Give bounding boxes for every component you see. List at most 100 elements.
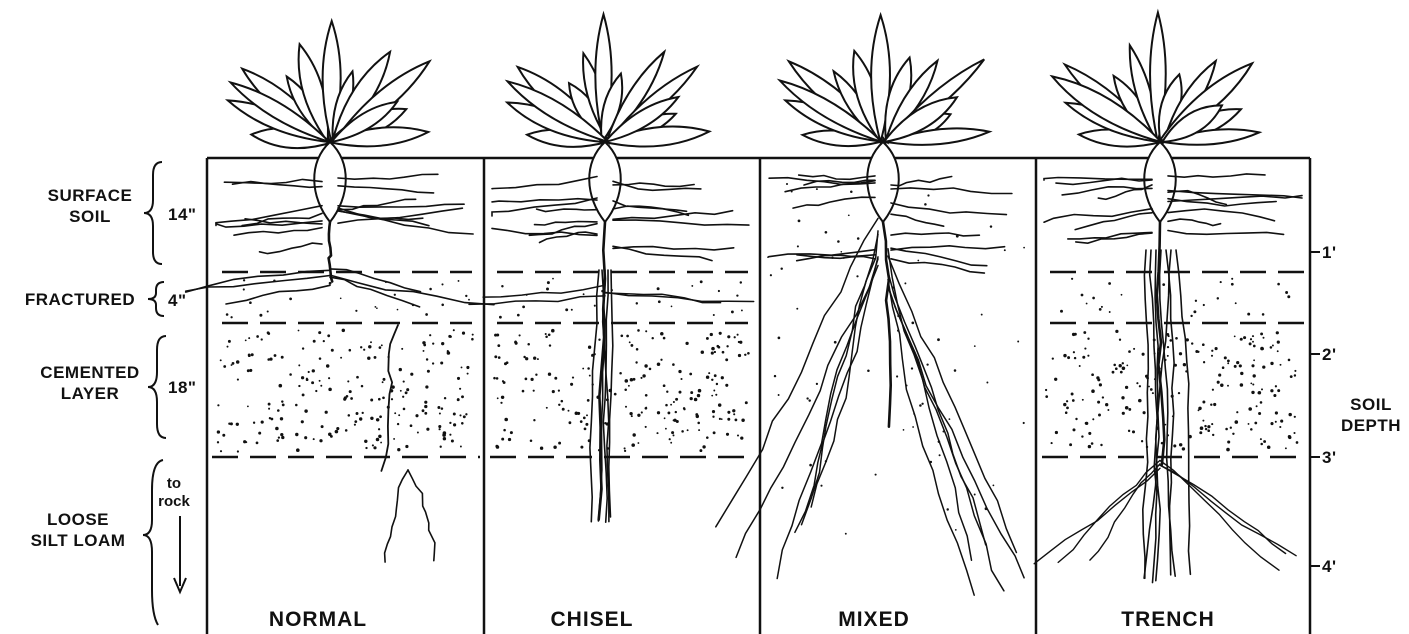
stipple-dot (1217, 297, 1219, 299)
stipple-dot (1200, 426, 1204, 430)
stipple-dot (1227, 440, 1230, 443)
stipple-dot (780, 267, 782, 269)
stipple-dot (685, 342, 688, 345)
stipple-dot (237, 450, 239, 452)
stipple-dot (651, 337, 653, 339)
stipple-dot (1092, 418, 1094, 420)
stipple-dot (696, 415, 699, 418)
stipple-dot (1071, 278, 1073, 280)
stipple-dot (625, 406, 627, 408)
stipple-dot (992, 484, 994, 486)
stipple-dot (778, 337, 781, 340)
leaf-rosette (1052, 13, 1259, 147)
stipple-dot (671, 431, 674, 434)
stipple-dot (710, 333, 713, 336)
stipple-dot (533, 357, 536, 360)
fractured-thickness: 4" (168, 291, 187, 310)
stipple-dot (572, 377, 574, 379)
stipple-dot (816, 188, 818, 190)
stipple-dot (1260, 438, 1262, 440)
stipple-dot (426, 428, 429, 431)
stipple-dot (1074, 357, 1076, 359)
stipple-dot (678, 370, 681, 373)
root (613, 211, 733, 220)
stipple-dot (673, 434, 675, 436)
stipple-dot (875, 474, 877, 476)
stipple-dot (718, 290, 720, 292)
fractured-brace (148, 282, 164, 316)
root (329, 222, 333, 282)
stipple-dot (552, 278, 554, 280)
stipple-dot (415, 414, 418, 417)
stipple-dot (230, 316, 232, 318)
stipple-dot (268, 403, 271, 406)
stipple-dot (449, 434, 451, 436)
stipple-dot (587, 399, 590, 402)
stipple-dot (1279, 426, 1281, 428)
stipple-dot (425, 313, 428, 316)
surface-soil-brace (144, 162, 162, 264)
stipple-dot (304, 436, 307, 439)
stipple-dot (1202, 420, 1204, 422)
stipple-dot (575, 411, 579, 415)
stipple-dot (1275, 411, 1278, 414)
stipple-dot (503, 429, 506, 432)
root (1160, 461, 1279, 571)
stipple-dot (1173, 444, 1176, 447)
root (1168, 219, 1221, 225)
stipple-dot (687, 429, 689, 431)
root (736, 266, 878, 558)
stipple-dot (1261, 388, 1263, 390)
root (1168, 231, 1284, 235)
layer-label-cemented: CEMENTED LAYER 18" (40, 336, 196, 438)
stipple-dot (315, 390, 317, 392)
stipple-dot (1082, 356, 1085, 359)
stipple-dot (725, 384, 728, 387)
stipple-dot (1202, 401, 1205, 404)
stipple-dot (237, 379, 239, 381)
panel-title-mixed: MIXED (838, 608, 910, 631)
stipple-dot (1054, 378, 1057, 381)
stipple-dot (1231, 278, 1233, 280)
stipple-dot (588, 346, 591, 349)
stipple-dot (681, 430, 684, 433)
stipple-dot (712, 416, 714, 418)
stipple-dot (259, 314, 262, 317)
stipple-dot (679, 391, 682, 394)
stipple-dot (372, 444, 374, 446)
stipple-dot (325, 411, 328, 414)
stipple-dot (302, 347, 304, 349)
stipple-dot (727, 418, 730, 421)
stipple-dot (345, 429, 348, 432)
stipple-dot (1105, 403, 1108, 406)
stipple-dot (1072, 428, 1075, 431)
cemented-brace (148, 336, 166, 438)
stipple-dot (496, 377, 499, 380)
stipple-dot (441, 304, 444, 307)
stipple-dot (594, 305, 596, 307)
stipple-dot (236, 423, 239, 426)
stipple-dot (437, 406, 440, 409)
stipple-dot (319, 380, 321, 382)
stipple-dot (1071, 393, 1074, 396)
stipple-dot (424, 405, 427, 408)
stipple-dot (715, 394, 717, 396)
stipple-dot (1122, 362, 1124, 364)
stipple-dot (939, 454, 941, 456)
stipple-dot (1227, 362, 1229, 364)
stipple-dot (921, 403, 923, 405)
stipple-dot (580, 446, 583, 449)
stipple-dot (1236, 411, 1238, 413)
stipple-dot (919, 404, 922, 407)
stipple-dot (397, 423, 399, 425)
stipple-dot (570, 383, 573, 386)
stipple-dot (248, 337, 250, 339)
stipple-dot (1122, 367, 1126, 371)
stipple-dot (1167, 346, 1169, 348)
stipple-dot (1204, 425, 1206, 427)
stipple-dot (461, 366, 463, 368)
stipple-dot (289, 373, 292, 376)
to-rock-line2: rock (158, 493, 190, 510)
stipple-dot (379, 415, 382, 418)
stipple-dot (1075, 418, 1077, 420)
